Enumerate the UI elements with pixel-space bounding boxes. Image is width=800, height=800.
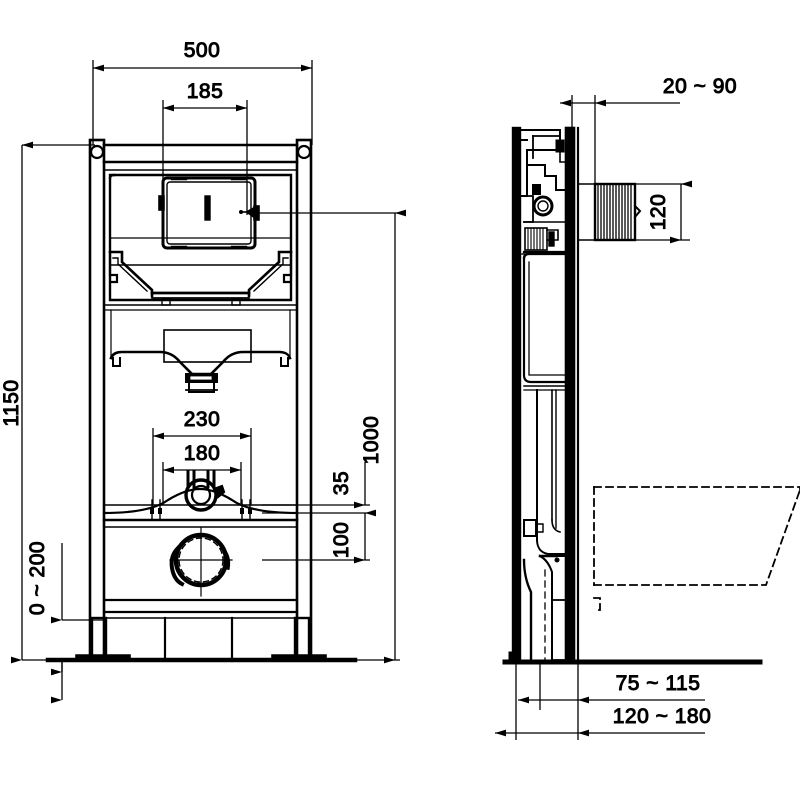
dim-label-75-115: 75 ~ 115 xyxy=(616,672,701,695)
dim-front-height-1000: 1000 xyxy=(208,209,406,664)
dim-label-230: 230 xyxy=(184,408,221,431)
dim-label-1150: 1150 xyxy=(0,379,23,426)
side-mid-bracket xyxy=(523,519,544,537)
dim-front-width-500: 500 xyxy=(92,39,313,145)
dim-label-0-200: 0 ~ 200 xyxy=(26,541,49,615)
front-access-plate xyxy=(158,176,260,250)
side-flush-tube xyxy=(535,389,567,555)
dim-label-185: 185 xyxy=(187,80,224,103)
dim-front-bolt-230: 230 xyxy=(152,408,252,505)
side-view xyxy=(502,126,800,665)
dim-label-120: 120 xyxy=(647,194,670,231)
dim-front-height-1150: 1150 xyxy=(0,141,95,664)
side-floor-line xyxy=(502,651,763,665)
front-top-rails xyxy=(102,143,299,171)
front-bottom-dividers xyxy=(163,616,234,662)
front-mid-panel xyxy=(103,309,298,359)
dim-front-offset-35: 35 xyxy=(262,462,370,514)
front-frame-pivot-eyes xyxy=(89,144,312,160)
dim-label-120-180: 120 ~ 180 xyxy=(613,705,712,728)
dim-label-500: 500 xyxy=(184,39,221,62)
dim-front-offset-100: 100 xyxy=(262,509,376,564)
side-tank-body xyxy=(522,252,568,391)
dim-label-1000: 1000 xyxy=(360,416,383,465)
front-lower-rails xyxy=(102,504,299,619)
front-view-dimensions: 500 185 1150 0 ~ 200 xyxy=(0,39,406,704)
dim-front-cistern-185: 185 xyxy=(162,80,248,215)
side-view-dimensions: 20 ~ 90 120 75 ~ 115 120 ~ 180 xyxy=(495,75,737,740)
front-cistern-lip xyxy=(103,291,298,306)
front-flush-funnel xyxy=(109,329,292,393)
front-bolt-and-waste-detail xyxy=(102,470,299,597)
dim-front-bolt-180: 180 xyxy=(162,442,242,505)
dim-label-100: 100 xyxy=(330,522,353,559)
dim-label-180: 180 xyxy=(184,442,221,465)
dim-front-floor-adjust: 0 ~ 200 xyxy=(26,540,106,704)
dim-side-projection: 20 ~ 90 xyxy=(560,75,737,184)
dim-side-flushpipe-height: 120 xyxy=(635,180,692,244)
dim-label-20-90: 20 ~ 90 xyxy=(663,75,737,98)
dim-side-depth-inner: 75 ~ 115 xyxy=(518,662,705,710)
dim-side-depth-outer: 120 ~ 180 xyxy=(495,662,711,740)
side-flushpipe-connector xyxy=(577,182,642,242)
side-wc-bowl-outline xyxy=(593,486,800,611)
dim-label-35: 35 xyxy=(330,471,353,495)
